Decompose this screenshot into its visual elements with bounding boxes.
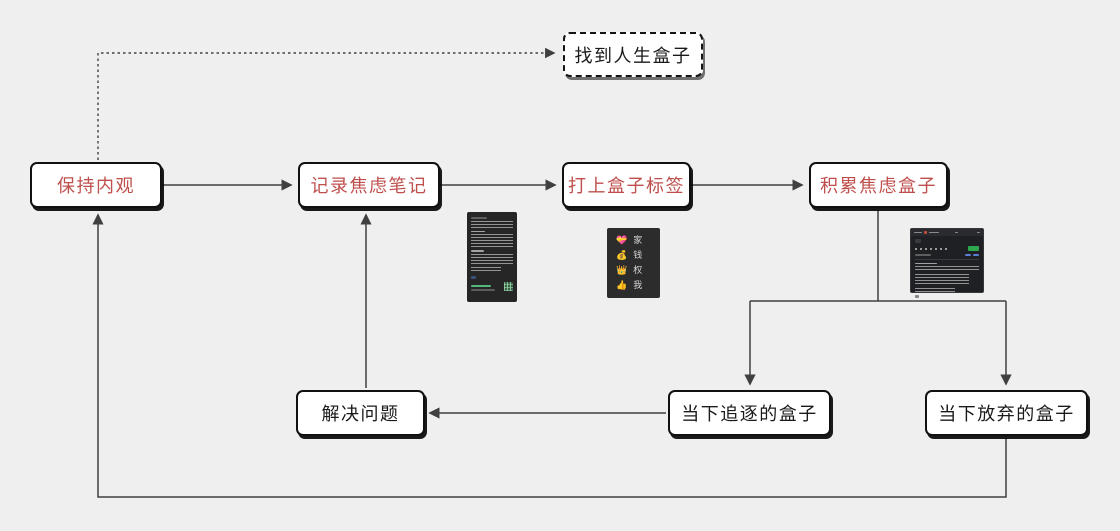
crown-emoji: 👑 bbox=[616, 265, 628, 275]
thumb-titlebar bbox=[911, 229, 983, 236]
thumb-titlebar-icon bbox=[977, 231, 980, 234]
node-tag-the-boxes[interactable]: 打上盒子标签 bbox=[562, 162, 691, 208]
node-label: 打上盒子标签 bbox=[568, 176, 685, 196]
node-record-anxiety-notes[interactable]: 记录焦虑笔记 bbox=[298, 162, 440, 208]
gift-heart-emoji: 💝 bbox=[616, 235, 628, 245]
tag-row-me: 👍 我 bbox=[616, 280, 643, 290]
node-label: 积累焦虑盒子 bbox=[820, 176, 937, 196]
tag-row-money: 💰 钱 bbox=[616, 250, 643, 260]
thumb-publish-button bbox=[968, 246, 979, 251]
node-label: 记录焦虑笔记 bbox=[310, 176, 428, 196]
thumb-paragraph bbox=[471, 220, 513, 228]
thumb-meta-row bbox=[915, 254, 979, 256]
red-app-icon bbox=[924, 231, 927, 234]
editor-screenshot-thumbnail[interactable] bbox=[910, 228, 984, 298]
thumb-subheading-line bbox=[471, 250, 484, 252]
thumb-paragraph bbox=[915, 288, 955, 292]
thumb-format-toolbar bbox=[915, 246, 979, 251]
node-label: 保持内观 bbox=[57, 176, 135, 196]
thumb-footer bbox=[471, 281, 513, 291]
node-find-life-box[interactable]: 找到人生盒子 bbox=[563, 32, 703, 77]
money-bag-emoji: 💰 bbox=[616, 250, 628, 260]
thumb-author-name bbox=[471, 284, 491, 287]
thumb-editor-body bbox=[911, 236, 983, 303]
tag-legend-panel[interactable]: 💝 家 💰 钱 👑 权 👍 我 bbox=[607, 228, 660, 298]
qr-code-icon bbox=[504, 281, 513, 291]
node-label: 当下追逐的盒子 bbox=[681, 404, 818, 424]
node-label: 找到人生盒子 bbox=[574, 45, 692, 66]
node-keep-introspection[interactable]: 保持内观 bbox=[30, 162, 162, 208]
thumbs-up-emoji: 👍 bbox=[616, 280, 628, 290]
thumb-subheading-line bbox=[471, 230, 485, 232]
thumb-paragraph bbox=[915, 266, 979, 271]
thumb-divider bbox=[915, 258, 979, 260]
thumb-link-chip bbox=[471, 275, 476, 279]
thumb-toolbar-icons bbox=[915, 247, 949, 250]
thumb-title-text bbox=[929, 231, 939, 234]
tag-row-power: 👑 权 bbox=[616, 265, 643, 275]
thumb-footer-icon bbox=[915, 295, 919, 298]
node-box-pursuing-now[interactable]: 当下追逐的盒子 bbox=[668, 390, 831, 436]
node-label: 当下放弃的盒子 bbox=[938, 404, 1075, 424]
edge-introspection-to-lifebox bbox=[97, 47, 556, 160]
node-label: 解决问题 bbox=[321, 404, 400, 424]
thumb-post-title bbox=[915, 262, 937, 264]
edge-abandoned-to-introspection bbox=[92, 213, 1007, 498]
tag-row-family: 💝 家 bbox=[616, 235, 643, 245]
thumb-heading-line bbox=[471, 217, 487, 219]
thumb-author-sub bbox=[471, 289, 495, 291]
note-screenshot-thumbnail[interactable] bbox=[467, 212, 517, 302]
node-accumulate-anxiety-boxes[interactable]: 积累焦虑盒子 bbox=[809, 162, 948, 208]
thumb-paragraph bbox=[471, 253, 513, 264]
thumb-paragraph bbox=[471, 234, 513, 247]
thumb-paragraph bbox=[471, 266, 501, 273]
thumb-meta-text bbox=[915, 254, 931, 256]
thumb-tag-chip bbox=[915, 239, 921, 243]
thumb-title-text bbox=[914, 231, 922, 234]
thumb-blue-links bbox=[965, 254, 979, 256]
thumb-author-block bbox=[471, 284, 495, 291]
node-solve-problems[interactable]: 解决问题 bbox=[296, 390, 425, 436]
node-box-abandoned-now[interactable]: 当下放弃的盒子 bbox=[925, 390, 1088, 436]
thumb-paragraph bbox=[915, 274, 969, 285]
thumb-titlebar-icon bbox=[955, 231, 958, 234]
